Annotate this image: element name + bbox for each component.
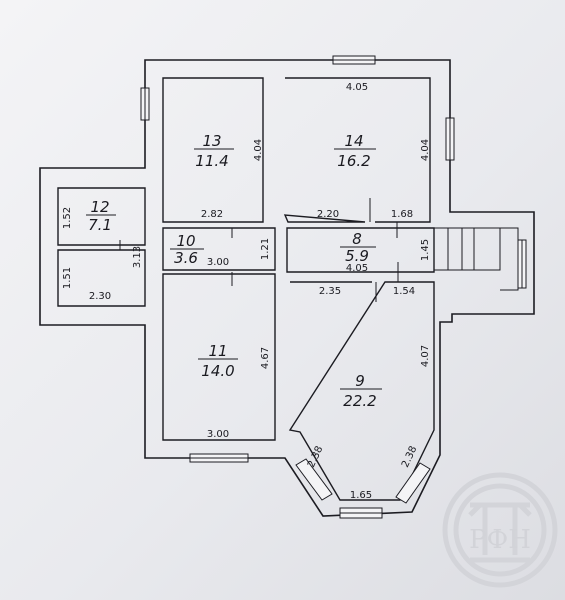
room-10-area: 3.6 [174,249,198,267]
dim-door-width: 1.68 [391,209,413,220]
room-14-area: 16.2 [337,152,370,170]
dim-r10-bottom: 3.00 [207,257,229,268]
rfn-logo-icon [442,472,558,588]
room-9-area: 22.2 [343,392,376,410]
room-12-area: 7.1 [88,216,112,234]
room-8-wall [286,227,435,273]
room-11-area: 14.0 [201,362,234,380]
dim-storage-bottom: 2.30 [89,291,111,302]
dim-r14-top: 4.05 [346,82,368,93]
room-9-number: 9 [355,372,365,390]
storage-wall [57,249,146,307]
door-mark [119,198,399,302]
porch-steps [434,227,501,271]
dim-r9-side: 4.07 [420,345,431,367]
room-12-number: 12 [90,198,109,216]
dim-storage-side: 1.51 [62,267,73,289]
dim-r13-bottom: 2.82 [201,209,223,220]
room-11-wall [162,273,276,441]
window-bay-left [295,458,333,501]
room-10-number: 10 [176,232,195,250]
room-12-wall [57,187,146,246]
porch-platform [500,227,519,291]
room-14-number: 14 [344,132,363,150]
room-10-wall [162,227,276,271]
dim-r11-bottom: 3.00 [207,429,229,440]
room-14-wall [283,77,431,223]
dim-r9-top-right: 1.54 [393,286,415,297]
logo-text: РФН [469,525,531,555]
dim-r11-side: 4.67 [260,347,271,369]
room-13-number: 13 [202,132,221,150]
outer-wall [39,59,535,517]
dim-r13-side: 4.04 [253,139,264,161]
room-13-area: 11.4 [195,152,228,170]
room-8-area: 5.9 [345,247,369,265]
dim-r14-side: 4.04 [420,139,431,161]
room-13-wall [162,77,264,223]
dim-r9-top-left: 2.35 [319,286,341,297]
dim-r8-side: 1.45 [420,239,431,261]
dim-r12-side: 1.52 [62,207,73,229]
room-9-wall [288,281,435,501]
dim-r8-width: 4.05 [346,263,368,274]
dim-r10-side: 1.21 [260,238,271,260]
dim-r14-bottom: 2.20 [317,209,339,220]
dim-hall-depth: 3.13 [132,246,143,268]
dim-bay-bottom: 1.65 [350,490,372,501]
room-11-number: 11 [208,342,227,360]
room-8-number: 8 [352,230,362,248]
window-bay-right [395,462,431,504]
